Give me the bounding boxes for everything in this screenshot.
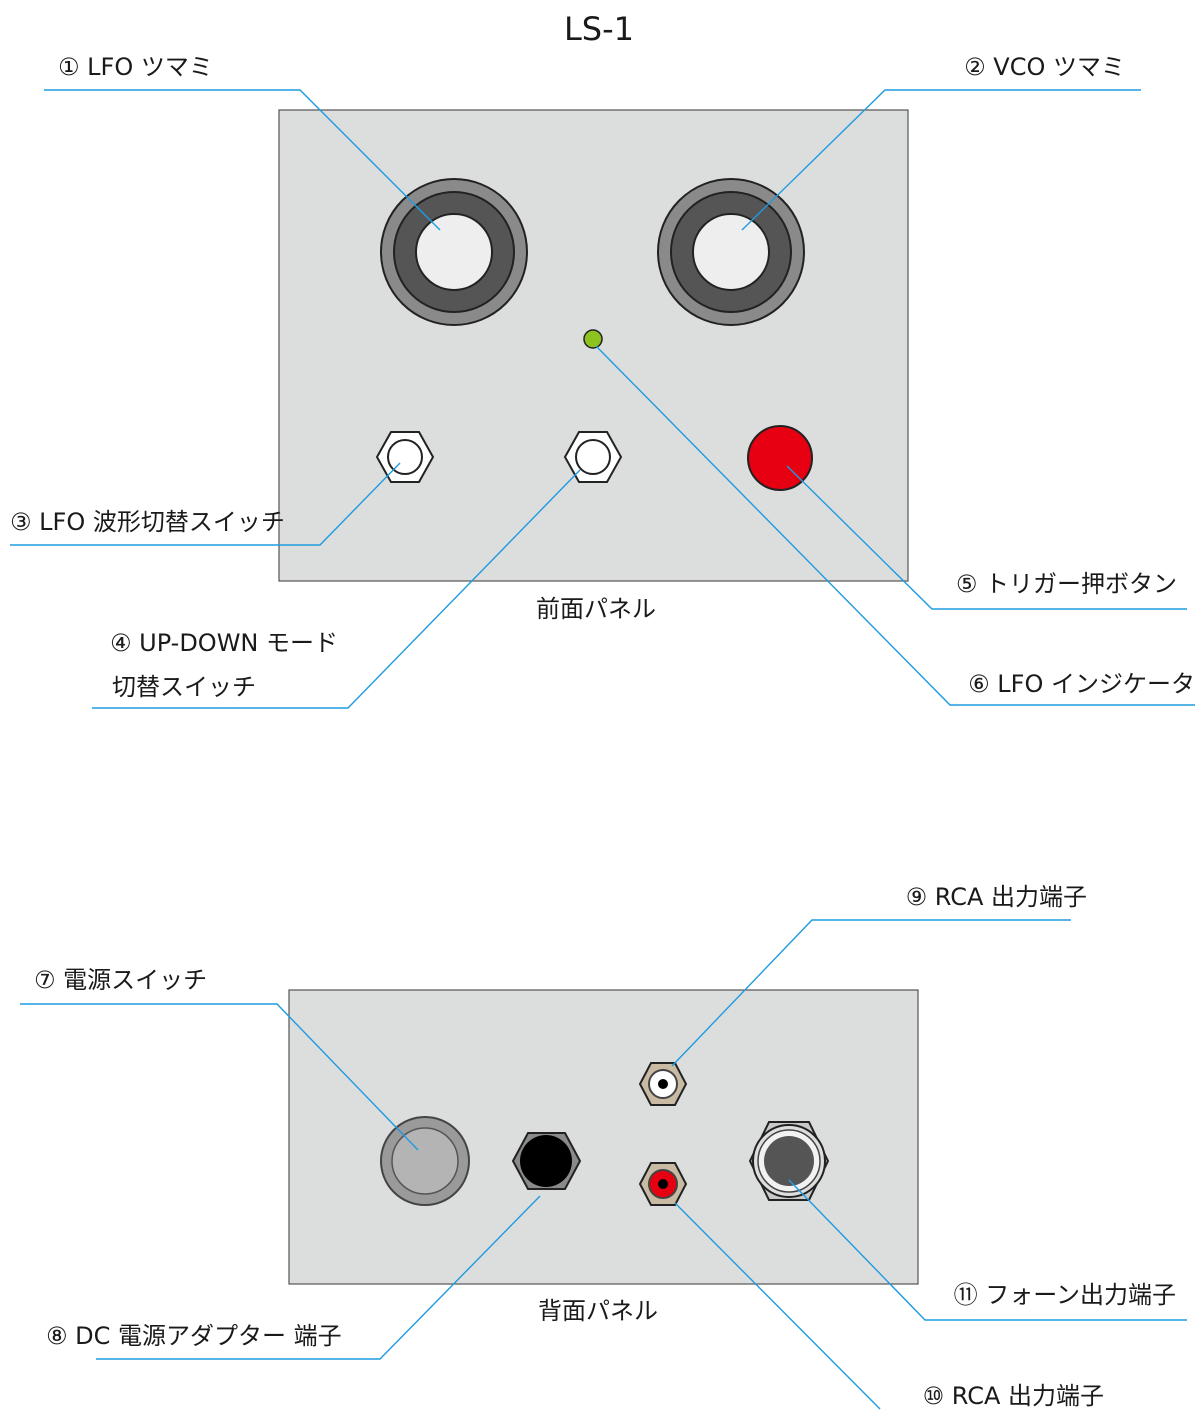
callout-updown-line2: 切替スイッチ (112, 673, 256, 701)
callout-phone-output: ⑪ フォーン出力端子 (954, 1281, 1176, 1309)
front-panel-caption: 前面パネル (536, 595, 656, 623)
power-switch[interactable] (380, 1116, 470, 1206)
leader-2 (741, 89, 1141, 231)
lfo-wave-switch[interactable] (375, 431, 435, 483)
leader-5 (786, 465, 1187, 610)
rear-panel-body (288, 989, 919, 1285)
leader-6 (595, 345, 1195, 706)
leader-9 (671, 919, 1071, 1067)
lfo-knob[interactable] (380, 178, 528, 326)
callout-rca-output-1: ⑨ RCA 出力端子 (906, 883, 1087, 911)
phone-output-jack[interactable] (748, 1121, 830, 1201)
callout-vco-knob: ② VCO ツマミ (964, 53, 1125, 81)
rca-output-red[interactable] (638, 1162, 688, 1206)
callout-power-switch: ⑦ 電源スイッチ (34, 966, 207, 994)
leader-11 (788, 1179, 1187, 1321)
dc-adapter-jack[interactable] (511, 1132, 582, 1190)
callout-dc-adapter-jack: ⑧ DC 電源アダプター 端子 (46, 1322, 342, 1350)
callout-lfo-indicator: ⑥ LFO インジケータ (968, 670, 1195, 698)
callout-trigger-button: ⑤ トリガー押ボタン (956, 570, 1177, 598)
rear-panel-caption: 背面パネル (538, 1297, 658, 1325)
leader-3 (10, 462, 401, 546)
rear-leaders (20, 919, 1187, 1410)
leader-4 (92, 469, 581, 709)
lfo-indicator-led (583, 329, 603, 349)
front-panel: 前面パネル (278, 109, 909, 623)
rear-panel: 背面パネル (288, 989, 919, 1325)
leader-7 (20, 1003, 419, 1151)
callout-updown-line1: ④ UP-DOWN モード (110, 629, 338, 657)
vco-knob[interactable] (657, 178, 805, 326)
callout-lfo-knob: ① LFO ツマミ (58, 53, 213, 81)
callout-rca-output-2: ⑩ RCA 出力端子 (923, 1382, 1104, 1410)
callout-lfo-wave-switch: ③ LFO 波形切替スイッチ (10, 508, 285, 536)
leader-1 (44, 89, 441, 231)
updown-mode-switch[interactable] (563, 431, 623, 483)
diagram-title: LS-1 (564, 10, 634, 48)
leader-8 (96, 1195, 541, 1360)
front-leaders (10, 89, 1195, 709)
leader-10 (674, 1202, 881, 1410)
rca-output-white[interactable] (638, 1062, 688, 1106)
